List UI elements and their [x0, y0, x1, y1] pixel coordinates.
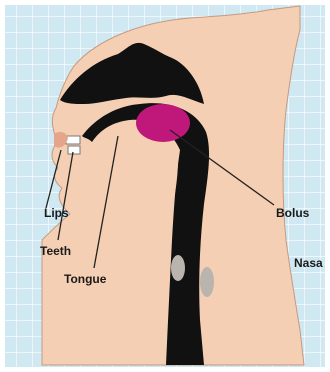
bolus-shape [136, 104, 190, 142]
label-nasal: Nasa [294, 256, 323, 270]
label-lips: Lips [44, 206, 69, 220]
label-bolus: Bolus [276, 206, 309, 220]
label-teeth: Teeth [40, 244, 71, 258]
lower-teeth [68, 146, 80, 154]
upper-teeth [66, 136, 80, 144]
label-tongue: Tongue [64, 272, 106, 286]
